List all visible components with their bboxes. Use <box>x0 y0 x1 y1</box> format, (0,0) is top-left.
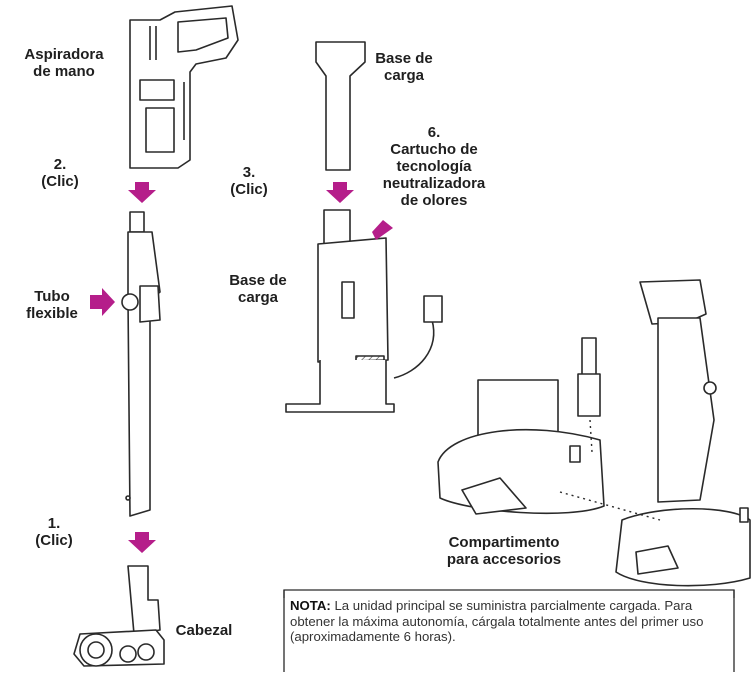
accessory-clip-drawing <box>577 337 601 417</box>
charging-base-top-drawing <box>315 41 366 171</box>
label-step-3: 3.(Clic) <box>230 164 268 198</box>
note-text: NOTA: La unidad principal se suministra … <box>290 598 730 645</box>
arrow-tubo <box>90 288 115 316</box>
label-step-2: 2.(Clic) <box>41 156 79 190</box>
arrow-step1 <box>128 532 156 553</box>
handheld-vacuum-drawing <box>129 5 239 169</box>
label-step-1: 1.(Clic) <box>35 515 73 549</box>
docking-station-drawing <box>615 279 751 587</box>
arrow-step6 <box>372 220 393 240</box>
floor-head-drawing <box>73 565 165 667</box>
label-floor-head: Cabezal <box>175 622 233 639</box>
arrow-step3 <box>326 182 354 203</box>
note-box-border <box>283 589 735 598</box>
note-body: La unidad principal se suministra parcia… <box>290 598 704 644</box>
arrow-step2 <box>128 182 156 203</box>
base-with-compartment-drawing <box>437 379 605 515</box>
wand-tube-drawing <box>121 211 161 517</box>
charging-base-assembled-drawing <box>285 209 443 413</box>
note-bold: NOTA: <box>290 598 331 613</box>
